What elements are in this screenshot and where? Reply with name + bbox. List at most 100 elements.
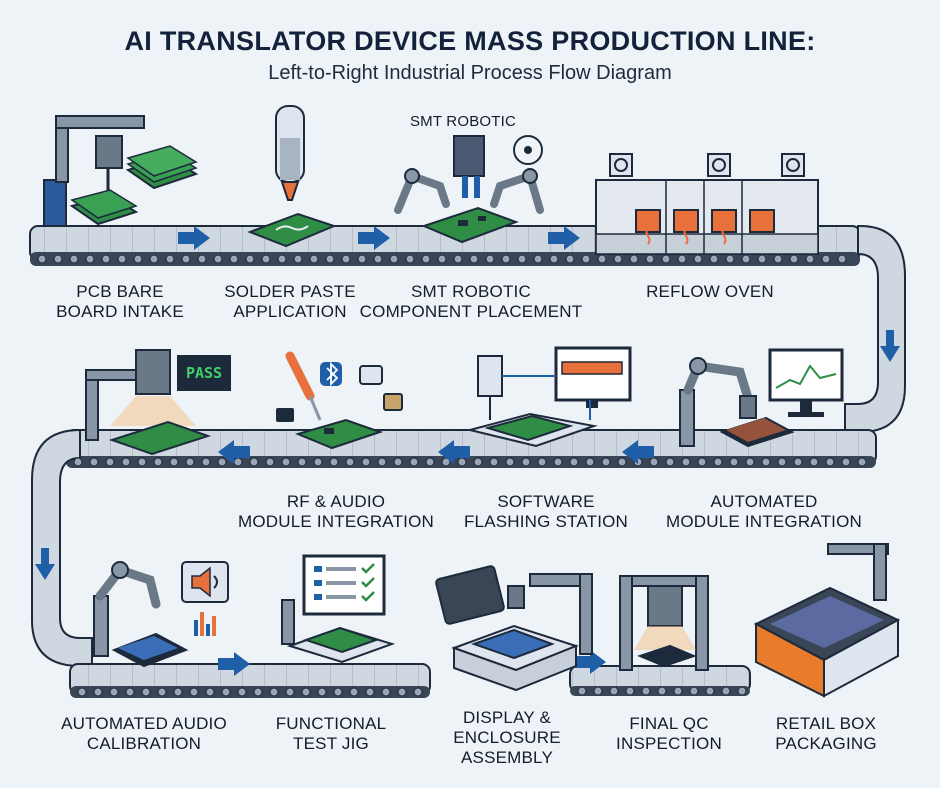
conveyor-roller bbox=[777, 457, 787, 467]
flow-arrow-5 bbox=[438, 440, 470, 464]
conveyor-roller bbox=[265, 457, 275, 467]
conveyor-roller bbox=[697, 457, 707, 467]
camera bbox=[135, 349, 171, 395]
conveyor-roller bbox=[517, 254, 527, 264]
conveyor-roller bbox=[413, 687, 423, 697]
conveyor-roller bbox=[421, 254, 431, 264]
station-solder-paste bbox=[247, 105, 337, 248]
station-audio-calibration bbox=[93, 561, 229, 668]
conveyor-roller bbox=[709, 254, 719, 264]
conveyor-roller bbox=[857, 457, 867, 467]
flow-arrows bbox=[35, 226, 900, 676]
conveyor-roller bbox=[269, 687, 279, 697]
conveyor-roller bbox=[625, 686, 635, 696]
conveyor-roller bbox=[285, 687, 295, 697]
conveyor-roller bbox=[793, 457, 803, 467]
conveyor-rollers bbox=[37, 254, 867, 697]
conveyor-roller bbox=[473, 457, 483, 467]
server-tower bbox=[477, 355, 503, 397]
conveyor-roller bbox=[553, 457, 563, 467]
conveyor-roller bbox=[117, 254, 127, 264]
conveyor-roller bbox=[137, 457, 147, 467]
conveyor-roller bbox=[569, 457, 579, 467]
conveyor-roller bbox=[105, 457, 115, 467]
conveyor-roller bbox=[617, 457, 627, 467]
speaker-icon bbox=[181, 561, 229, 603]
conveyor-roller bbox=[357, 254, 367, 264]
flow-arrow-6 bbox=[218, 440, 250, 464]
conveyor-roller bbox=[665, 457, 675, 467]
conveyor-roller bbox=[345, 457, 355, 467]
conveyor-roller bbox=[253, 687, 263, 697]
conveyor-roller bbox=[281, 457, 291, 467]
bluetooth-icon bbox=[320, 361, 342, 387]
conveyor-roller bbox=[381, 687, 391, 697]
station-rf-audio bbox=[276, 351, 403, 450]
conveyor-roller bbox=[533, 254, 543, 264]
conveyor-roller bbox=[197, 254, 207, 264]
smt-top-label: SMT ROBOTIC bbox=[409, 113, 517, 130]
equalizer-bars bbox=[194, 612, 216, 636]
pass-screen bbox=[177, 355, 231, 391]
conveyor-roller bbox=[613, 254, 623, 264]
conveyor-roller bbox=[505, 457, 515, 467]
conveyor-roller bbox=[37, 254, 47, 264]
conveyor-roller bbox=[185, 457, 195, 467]
station-smt-robotic bbox=[394, 135, 544, 244]
checklist-icon bbox=[302, 554, 386, 616]
flow-arrow-2 bbox=[358, 226, 390, 250]
conveyor-roller bbox=[377, 457, 387, 467]
page-subtitle: Left-to-Right Industrial Process Flow Di… bbox=[268, 62, 672, 84]
conveyor-roller bbox=[397, 687, 407, 697]
conveyor-roller bbox=[825, 457, 835, 467]
station-pcb-intake bbox=[43, 115, 199, 227]
conveyor-roller bbox=[597, 254, 607, 264]
conveyor-roller bbox=[537, 457, 547, 467]
conveyor-roller bbox=[841, 457, 851, 467]
conveyor-roller bbox=[689, 686, 699, 696]
conveyor-roller bbox=[773, 254, 783, 264]
conveyor-roller bbox=[181, 254, 191, 264]
conveyor-roller bbox=[329, 457, 339, 467]
conveyor-roller bbox=[757, 254, 767, 264]
conveyor-roller bbox=[713, 457, 723, 467]
conveyor-roller bbox=[721, 686, 731, 696]
conveyor-roller bbox=[409, 457, 419, 467]
conveyor-roller bbox=[393, 457, 403, 467]
conveyor-roller bbox=[189, 687, 199, 697]
conveyor-roller bbox=[373, 254, 383, 264]
conveyor-roller bbox=[837, 254, 847, 264]
conveyor-roller bbox=[549, 254, 559, 264]
conveyor-roller bbox=[89, 457, 99, 467]
conveyor-roller bbox=[237, 687, 247, 697]
station-reflow-oven bbox=[595, 153, 819, 255]
station-final-qc bbox=[619, 575, 709, 671]
conveyor-roller bbox=[641, 686, 651, 696]
station-display-enclosure bbox=[435, 565, 593, 692]
conveyor-roller bbox=[581, 254, 591, 264]
conveyor-roller bbox=[437, 254, 447, 264]
conveyor-roller bbox=[657, 686, 667, 696]
conveyor-roller bbox=[109, 687, 119, 697]
conveyor-roller bbox=[201, 457, 211, 467]
conveyor-roller bbox=[217, 457, 227, 467]
conveyor-roller bbox=[661, 254, 671, 264]
fan-icon bbox=[609, 153, 805, 177]
page-title: AI TRANSLATOR DEVICE MASS PRODUCTION LIN… bbox=[124, 26, 816, 56]
conveyor-roller bbox=[125, 687, 135, 697]
flow-arrow-down-left bbox=[35, 548, 55, 580]
conveyor-roller bbox=[349, 687, 359, 697]
conveyor-roller bbox=[469, 254, 479, 264]
conveyor-belt bbox=[29, 225, 906, 698]
conveyor-roller bbox=[629, 254, 639, 264]
conveyor-roller bbox=[333, 687, 343, 697]
conveyor-roller bbox=[165, 254, 175, 264]
